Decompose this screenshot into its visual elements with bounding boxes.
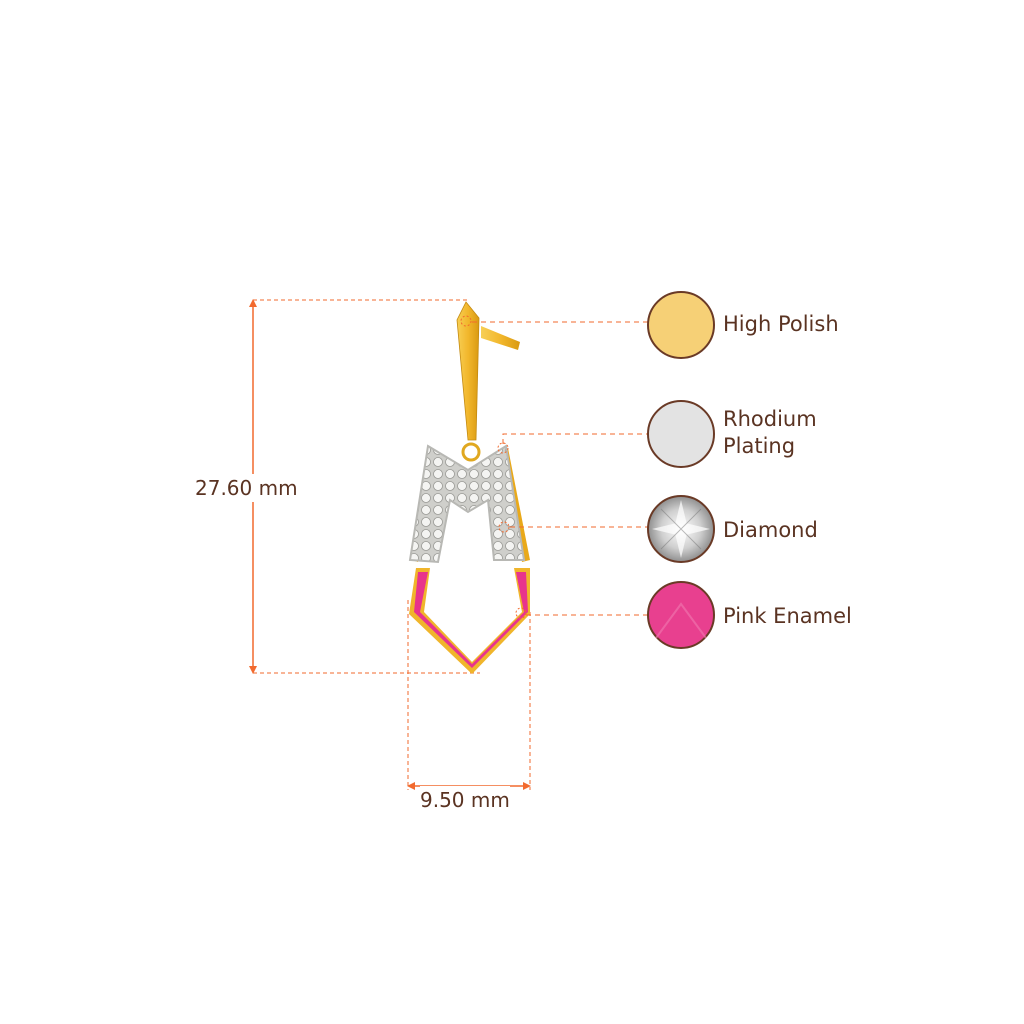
pink-enamel-label: Pink Enamel [723, 604, 852, 628]
earring-image [408, 301, 530, 674]
earring-stick [456, 301, 480, 441]
leader-lines [472, 321, 648, 616]
width-label: 9.50 mm [420, 786, 510, 814]
pink-enamel-frame [414, 572, 528, 668]
high-polish-swatch [647, 291, 715, 359]
earring-post [481, 326, 520, 350]
height-label: 27.60 mm [195, 474, 298, 502]
leader-rhodium [502, 433, 648, 444]
diamond-letter-m [408, 444, 526, 564]
pink-enamel-swatch [647, 581, 715, 649]
diamond-label: Diamond [723, 518, 818, 542]
diamond-swatch [647, 495, 715, 563]
rhodium-label-line2: Plating [723, 434, 796, 458]
high-polish-label: High Polish [723, 312, 839, 336]
rhodium-label-line1: Rhodium [723, 407, 817, 431]
rhodium-swatch [647, 400, 715, 468]
earring-jump-ring [461, 442, 481, 462]
